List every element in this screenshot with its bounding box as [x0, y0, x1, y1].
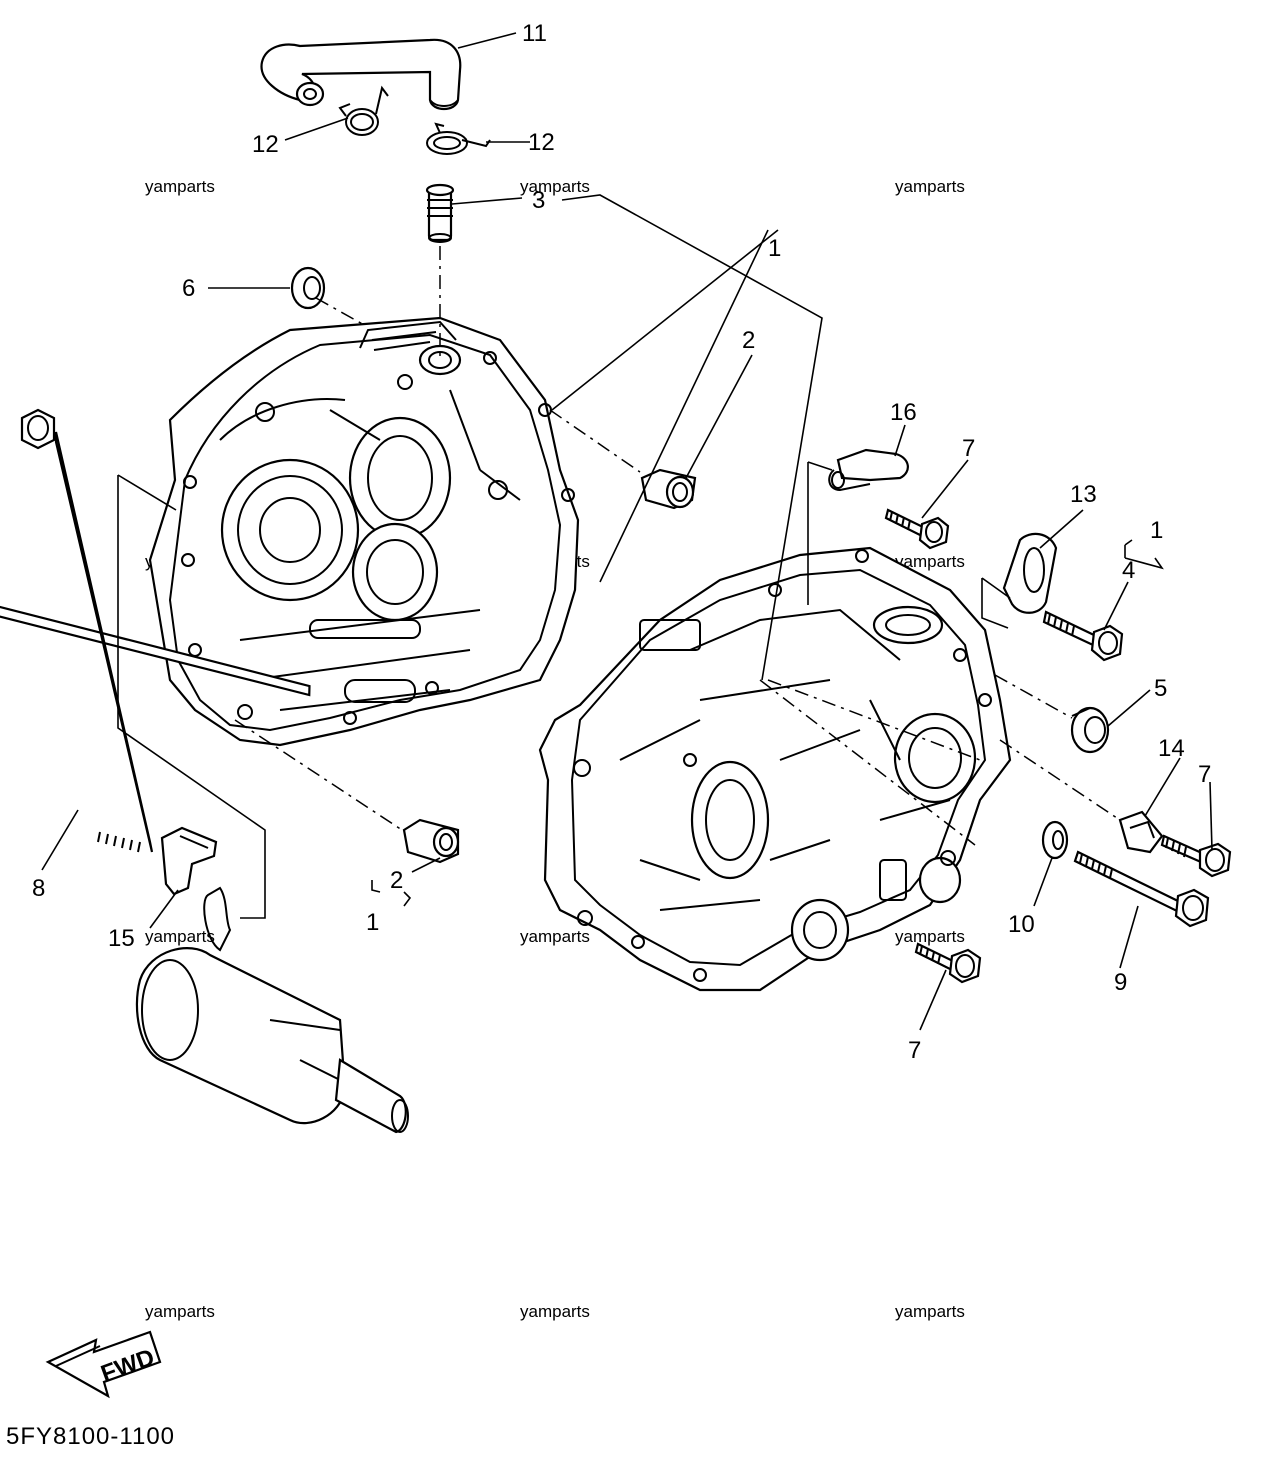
- bolt-part: [914, 942, 982, 984]
- callout-13: 13: [1070, 481, 1097, 508]
- bracket-plate-part: [1002, 532, 1058, 614]
- watermark: yamparts: [145, 1302, 215, 1321]
- callout-1: 1: [768, 235, 781, 262]
- callout-4: 4: [1122, 557, 1135, 584]
- callout-11: 11: [522, 20, 547, 47]
- watermark: yamparts: [895, 177, 965, 196]
- assembly-lines: [234, 246, 1121, 846]
- watermark: yamparts: [520, 177, 590, 196]
- callout-10: 10: [1008, 911, 1035, 938]
- hose-clip-part: [338, 85, 389, 136]
- callout-8: 8: [32, 875, 45, 902]
- dowel-pin-part: [640, 468, 697, 510]
- callout-7: 7: [908, 1037, 921, 1064]
- callout-16: 16: [890, 399, 917, 426]
- callout-6: 6: [182, 275, 195, 302]
- bolt-part: [1160, 834, 1232, 878]
- callout-12: 12: [528, 129, 555, 156]
- callout-12: 12: [252, 131, 279, 158]
- clamp-part: [160, 826, 218, 896]
- bolt-part: [1042, 610, 1124, 662]
- oil-seal-part: [290, 266, 326, 310]
- washer-part: [1041, 820, 1069, 860]
- callout-7: 7: [962, 435, 975, 462]
- breather-fitting-part: [425, 183, 455, 243]
- watermark: yamparts: [895, 927, 965, 946]
- diagram-code: 5FY8100-1100: [6, 1423, 175, 1450]
- watermark: yamparts: [520, 927, 590, 946]
- callout-14: 14: [1158, 735, 1185, 762]
- hose-clip-part: [426, 122, 491, 155]
- callout-1: 1: [366, 909, 379, 936]
- callout-1: 1: [1150, 517, 1163, 544]
- callout-2: 2: [390, 867, 403, 894]
- leader-lines: [41, 32, 1213, 1031]
- watermark: yamparts: [520, 1302, 590, 1321]
- watermark: yamparts: [145, 927, 215, 946]
- watermark: yamparts: [895, 552, 965, 571]
- starter-motor-part: [135, 886, 409, 1134]
- watermark: yamparts: [895, 1302, 965, 1321]
- clamp-part: [828, 448, 909, 492]
- crankcase-left-part: [148, 316, 580, 747]
- reference-frames: [117, 461, 1011, 919]
- oil-seal-part: [1070, 706, 1110, 754]
- breather-hose-part: [260, 38, 462, 111]
- callout-2: 2: [742, 327, 755, 354]
- callout-labels: 11 12 12 3 6 1 2 16 7 13 1 4 5 14 7 8 15…: [32, 20, 1211, 1064]
- callout-7: 7: [1198, 761, 1211, 788]
- bolt-part: [884, 508, 950, 550]
- callout-9: 9: [1114, 969, 1127, 996]
- dowel-pin-part: [402, 818, 460, 864]
- fwd-arrow: FWD: [45, 1330, 162, 1399]
- long-bolt-part: [1073, 850, 1210, 928]
- watermark: yamparts: [145, 177, 215, 196]
- callout-5: 5: [1154, 675, 1167, 702]
- callout-3: 3: [532, 187, 545, 214]
- callout-15: 15: [108, 925, 135, 952]
- clamp-part: [1118, 810, 1164, 854]
- crankcase-right-part: [538, 546, 1012, 992]
